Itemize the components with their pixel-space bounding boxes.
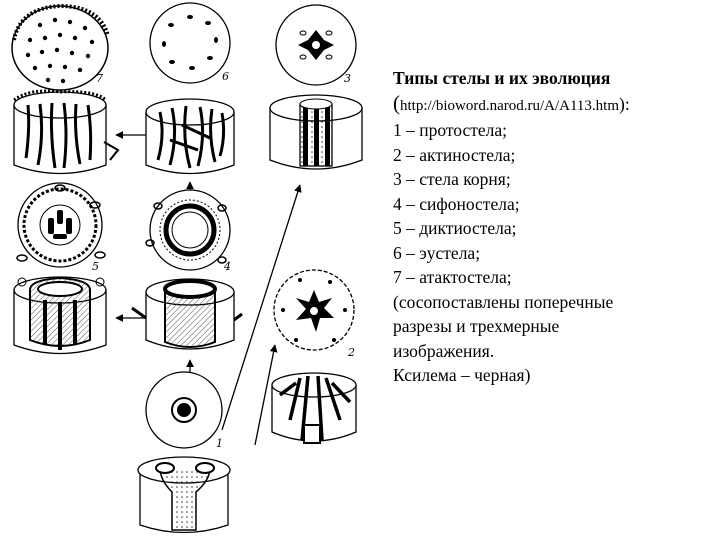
list-item: 5 – диктиостела; (393, 216, 713, 241)
note-line: (сосопоставлены поперечные (393, 290, 713, 315)
figure-label-1: 1 (216, 437, 223, 450)
caption-source: (http://bioword.narod.ru/A/A113.htm): (393, 91, 713, 119)
actinostele-cross-section (274, 270, 354, 350)
eustele-3d (146, 99, 234, 174)
note-line: изображения. (393, 339, 713, 364)
figure-label-2: 2 (347, 346, 355, 359)
list-item: 7 – атактостела; (393, 265, 713, 290)
note-line: Ксилема – черная) (393, 363, 713, 388)
eustele-cross-section (150, 3, 230, 83)
figure-label-6: 6 (222, 70, 229, 83)
caption-title: Типы стелы и их эволюция (393, 66, 713, 91)
atactostele-3d (14, 91, 118, 174)
figure-label-3: 3 (344, 72, 351, 85)
source-url-link[interactable]: http://bioword.narod.ru/A/A113.htm (400, 98, 619, 114)
list-item: 4 – сифоностела; (393, 192, 713, 217)
figure-label-7: 7 (96, 72, 103, 85)
protostele-cross-section (146, 372, 222, 448)
dictyostele-3d (14, 277, 106, 354)
caption-block: Типы стелы и их эволюция (http://bioword… (393, 66, 713, 388)
protostele-3d (138, 457, 230, 533)
list-item: 2 – актиностела; (393, 143, 713, 168)
figure-label-5: 5 (92, 260, 99, 273)
stele-evolution-figure: 7 6 (0, 0, 380, 540)
siphonostele-cross-section (146, 190, 230, 270)
list-item: 1 – протостела; (393, 118, 713, 143)
actinostele-3d (272, 373, 356, 443)
atactostele-cross-section (12, 6, 108, 90)
source-open-paren: ( (393, 91, 400, 115)
list-item: 6 – эустела; (393, 241, 713, 266)
list-item: 3 – стела корня; (393, 167, 713, 192)
dictyostele-cross-section (17, 183, 105, 267)
source-close-paren: ): (619, 94, 630, 114)
note-line: разрезы и трехмерные (393, 314, 713, 339)
figure-label-4: 4 (223, 260, 231, 273)
siphonostele-3d (132, 279, 242, 349)
root-stele-3d (270, 95, 362, 169)
